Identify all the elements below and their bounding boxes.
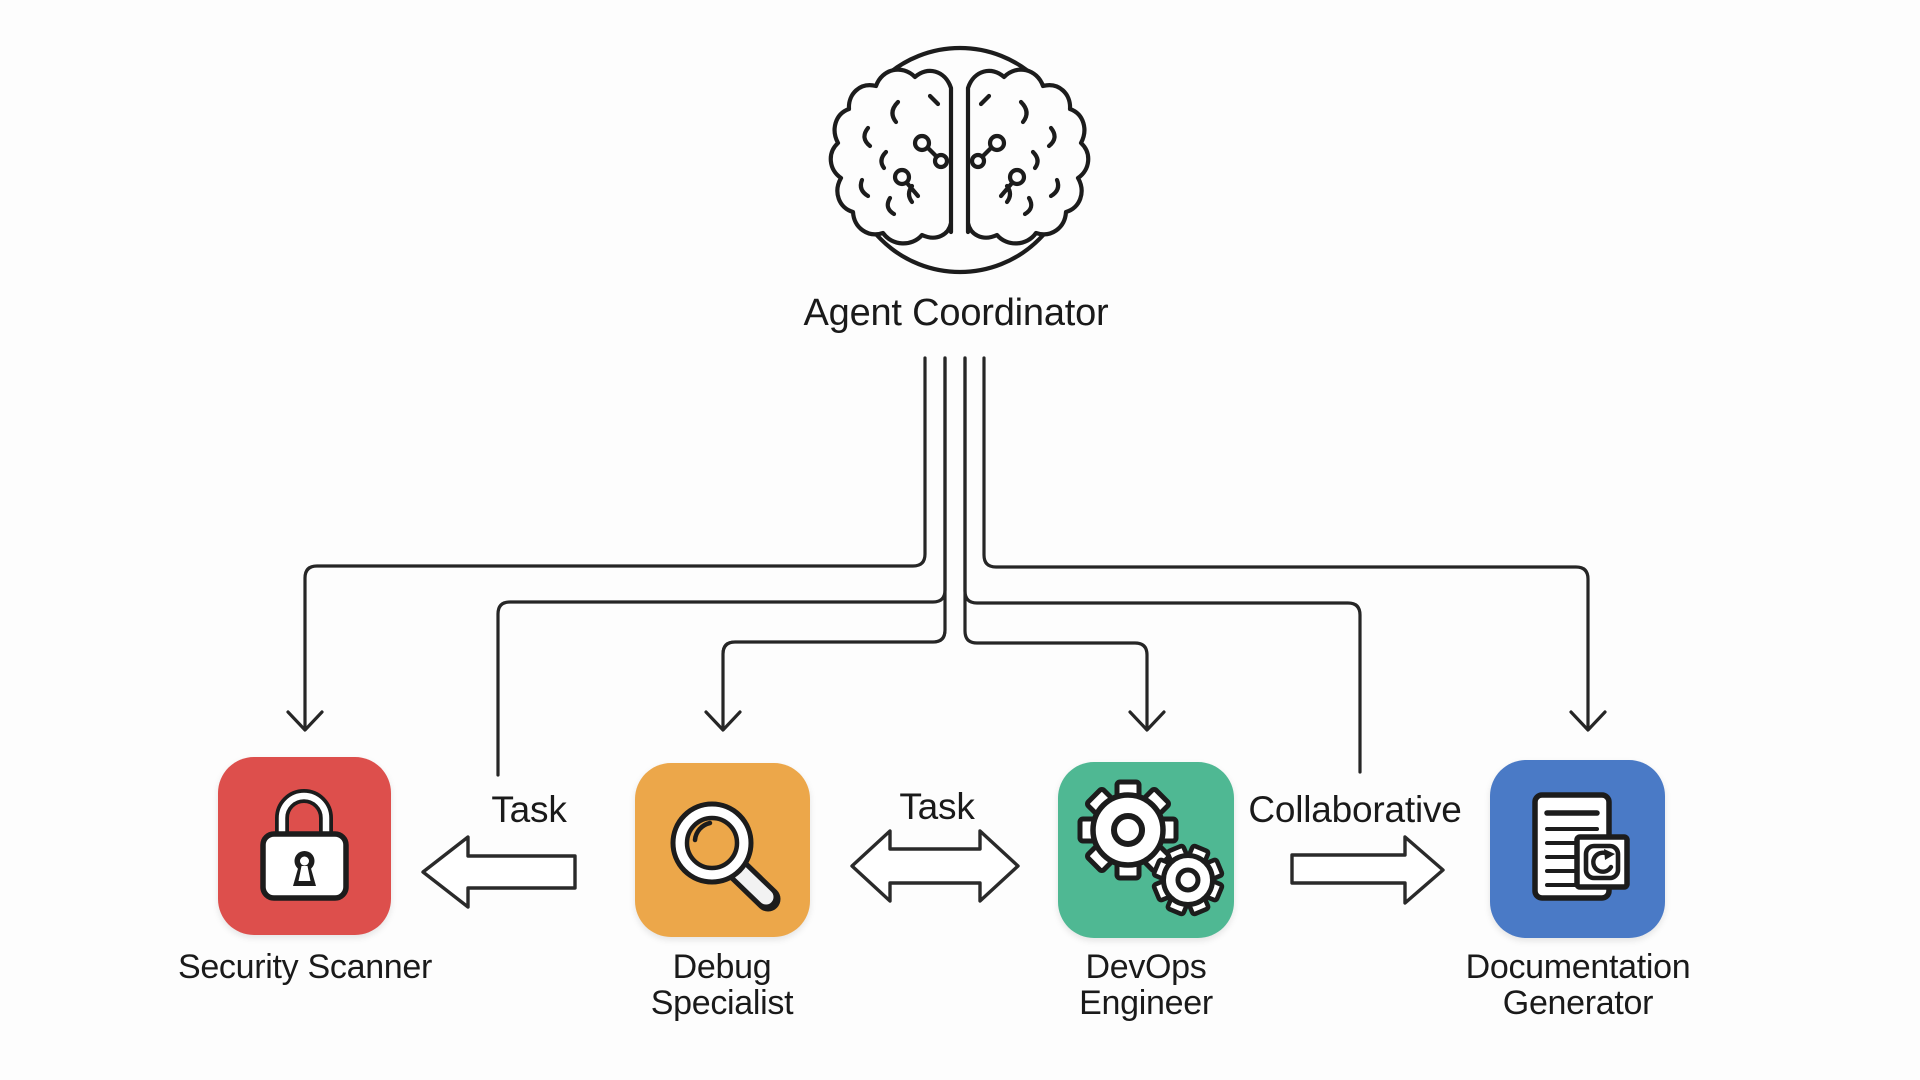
agent-box-debug-specialist (635, 763, 810, 937)
agent-label-security-scanner: Security Scanner (177, 948, 433, 986)
collaborative-arrow-right (1290, 835, 1445, 905)
edge-label-task-1: Task (491, 789, 567, 830)
agent-box-documentation-generator (1490, 760, 1665, 938)
agent-box-devops-engineer (1058, 762, 1234, 938)
agent-box-security-scanner (218, 757, 391, 935)
task-arrow-double (850, 829, 1020, 903)
edge-label-collaborative: Collaborative (1248, 789, 1462, 830)
task-arrow-left (421, 835, 577, 909)
connector-lines (286, 356, 1607, 777)
coordinator-label: Agent Coordinator (803, 292, 1109, 334)
flow-arrows (421, 829, 1445, 909)
edge-label-task-2: Task (899, 786, 975, 827)
brain-icon (828, 45, 1091, 275)
